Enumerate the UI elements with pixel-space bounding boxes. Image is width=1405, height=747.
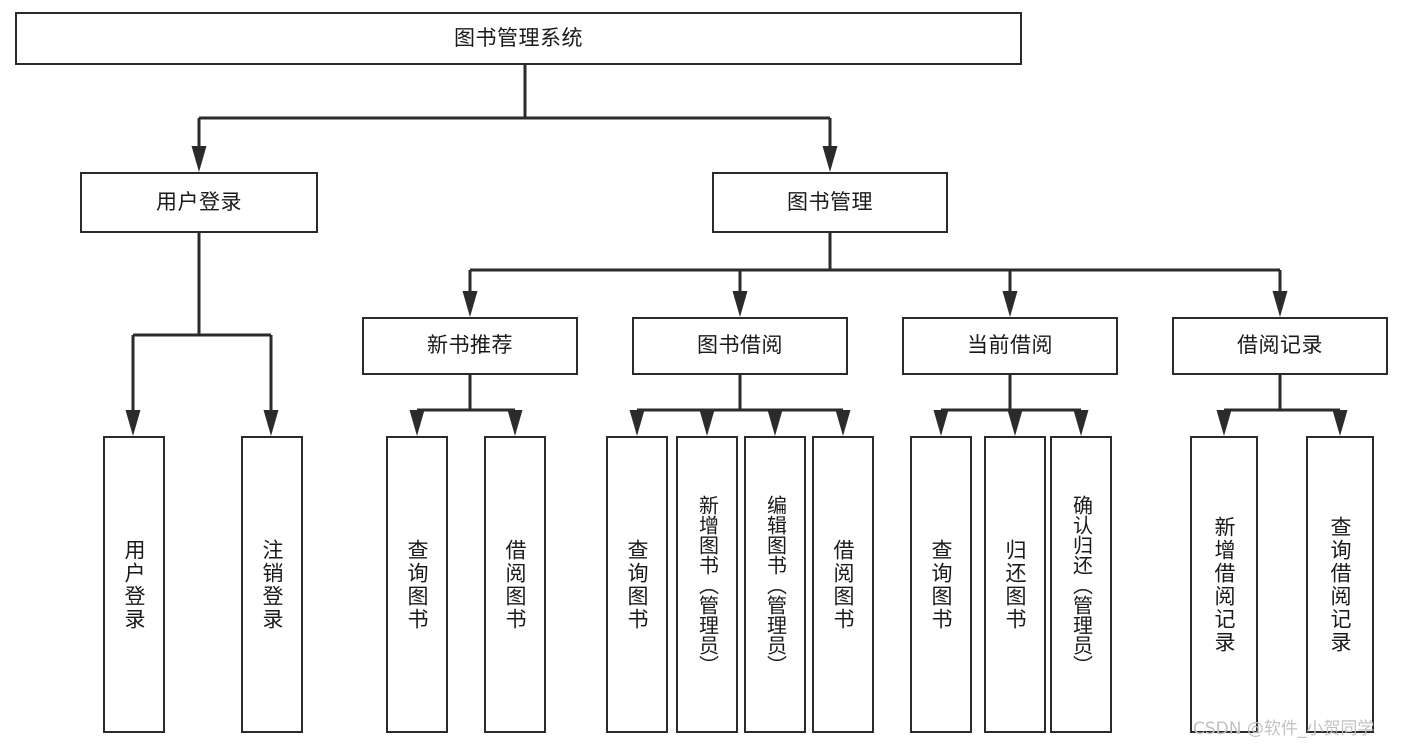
connector-group-1-leaf-0-head <box>629 410 645 436</box>
connector-group-1-leaf-3-head <box>835 410 851 436</box>
node-label: 新书推荐 <box>427 333 513 358</box>
node-leaf-新增图书管理员[interactable]: 新增图书（管理员） <box>676 436 738 733</box>
node-leaf-借阅图书[interactable]: 借阅图书 <box>484 436 546 733</box>
node-tier1-图书管理[interactable]: 图书管理 <box>712 172 948 233</box>
connector-manage-branch-2-head <box>1002 291 1018 317</box>
connector-root-branch-0-head <box>191 146 207 172</box>
node-leaf-查询图书[interactable]: 查询图书 <box>910 436 972 733</box>
connector-group-0-leaf-0-head <box>409 410 425 436</box>
node-label: 查询图书 <box>625 538 650 631</box>
connector-group-2-leaf-1-head <box>1007 410 1023 436</box>
node-label: 查询借阅记录 <box>1328 515 1353 654</box>
csdn-watermark: CSDN @软件_小贺同学 <box>1193 719 1375 739</box>
node-label: 图书管理系统 <box>454 25 583 50</box>
node-tier1-用户登录[interactable]: 用户登录 <box>80 172 318 233</box>
node-label: 新增借阅记录 <box>1212 515 1237 654</box>
connector-manage-branch-0-head <box>462 291 478 317</box>
connector-group-2-leaf-0-head <box>933 410 949 436</box>
node-leaf-借阅图书[interactable]: 借阅图书 <box>812 436 874 733</box>
node-leaf-确认归还管理员[interactable]: 确认归还（管理员） <box>1050 436 1112 733</box>
node-label: 用户登录 <box>156 189 242 214</box>
node-leaf-查询借阅记录[interactable]: 查询借阅记录 <box>1306 436 1374 733</box>
connector-manage-branch-1-head <box>732 291 748 317</box>
connector-group-3-leaf-1-head <box>1332 410 1348 436</box>
node-label: 用户登录 <box>122 538 147 631</box>
node-tier2-新书推荐[interactable]: 新书推荐 <box>362 317 578 375</box>
node-label: 查询图书 <box>405 538 430 631</box>
node-leaf-编辑图书管理员[interactable]: 编辑图书（管理员） <box>744 436 806 733</box>
node-label: 借阅图书 <box>503 538 528 631</box>
connector-manage-branch-3-head <box>1272 291 1288 317</box>
node-leaf-注销登录[interactable]: 注销登录 <box>241 436 303 733</box>
node-label: 编辑图书（管理员） <box>763 494 788 675</box>
node-label: 确认归还（管理员） <box>1069 494 1094 675</box>
connector-login-leaf-0-head <box>125 410 141 436</box>
node-tier2-借阅记录[interactable]: 借阅记录 <box>1172 317 1388 375</box>
node-label: 归还图书 <box>1003 538 1028 631</box>
node-label: 借阅图书 <box>831 538 856 631</box>
node-leaf-查询图书[interactable]: 查询图书 <box>386 436 448 733</box>
node-leaf-查询图书[interactable]: 查询图书 <box>606 436 668 733</box>
connector-group-1-leaf-1-head <box>699 410 715 436</box>
node-label: 借阅记录 <box>1237 333 1323 358</box>
node-label: 图书管理 <box>787 189 873 214</box>
node-leaf-新增借阅记录[interactable]: 新增借阅记录 <box>1190 436 1258 733</box>
node-label: 查询图书 <box>929 538 954 631</box>
connector-login-leaf-1-head <box>263 410 279 436</box>
connector-group-1-leaf-2-head <box>767 410 783 436</box>
node-root-图书管理系统[interactable]: 图书管理系统 <box>15 12 1022 65</box>
node-label: 图书借阅 <box>697 333 783 358</box>
connector-group-3-leaf-0-head <box>1216 410 1232 436</box>
node-label: 当前借阅 <box>967 333 1053 358</box>
node-label: 新增图书（管理员） <box>695 494 720 675</box>
node-leaf-归还图书[interactable]: 归还图书 <box>984 436 1046 733</box>
node-label: 注销登录 <box>260 538 285 631</box>
node-tier2-图书借阅[interactable]: 图书借阅 <box>632 317 848 375</box>
node-tier2-当前借阅[interactable]: 当前借阅 <box>902 317 1118 375</box>
connector-group-0-leaf-1-head <box>507 410 523 436</box>
connector-root-branch-1-head <box>822 146 838 172</box>
connector-group-2-leaf-2-head <box>1073 410 1089 436</box>
node-leaf-用户登录[interactable]: 用户登录 <box>103 436 165 733</box>
